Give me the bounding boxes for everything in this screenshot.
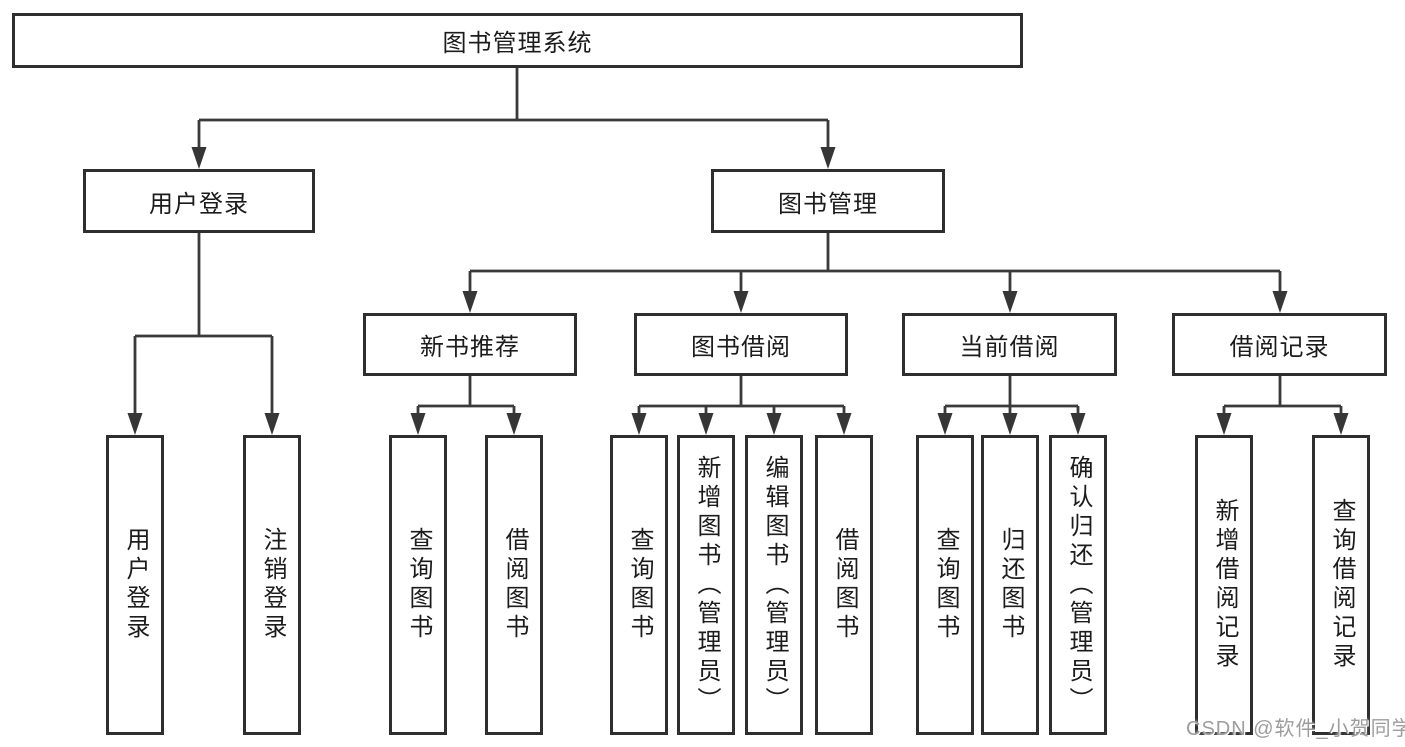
- node-leaf-br-query-record: 查询借阅记录: [1312, 435, 1370, 735]
- node-leaf-cb-return-books: 归还图书: [981, 435, 1039, 735]
- node-book-mgmt-branch-label: 图书管理: [778, 190, 878, 218]
- csdn-watermark: CSDN @软件_小贺同学: [1186, 718, 1405, 740]
- node-book-borrow-label: 图书借阅: [691, 334, 791, 361]
- node-leaf-bb-query-books: 查询图书: [610, 435, 668, 735]
- node-current-borrow: 当前借阅: [902, 313, 1117, 376]
- node-leaf-br-query-record-label: 查询借阅记录: [1328, 498, 1355, 672]
- node-user-login-branch: 用户登录: [83, 169, 315, 233]
- node-leaf-rec-query-books-label: 查询图书: [405, 527, 432, 643]
- node-leaf-rec-query-books: 查询图书: [389, 435, 447, 735]
- node-leaf-bb-borrow-books-label: 借阅图书: [831, 527, 858, 643]
- node-borrow-records: 借阅记录: [1172, 313, 1387, 376]
- node-user-login-branch-label: 用户登录: [149, 190, 249, 218]
- node-leaf-bb-add-books: 新增图书（管理员）: [677, 435, 735, 735]
- node-leaf-br-add-record: 新增借阅记录: [1195, 435, 1253, 735]
- node-book-mgmt-branch: 图书管理: [711, 169, 945, 233]
- node-leaf-cb-query-books-label: 查询图书: [932, 527, 959, 643]
- node-leaf-logout: 注销登录: [243, 435, 301, 735]
- node-leaf-bb-edit-books: 编辑图书（管理员）: [745, 435, 803, 735]
- node-current-borrow-label: 当前借阅: [959, 334, 1060, 361]
- node-root-system: 图书管理系统: [12, 13, 1023, 68]
- node-borrow-records-label: 借阅记录: [1229, 334, 1330, 361]
- node-leaf-logout-label: 注销登录: [259, 527, 286, 643]
- node-leaf-rec-borrow-books-label: 借阅图书: [501, 527, 528, 643]
- node-leaf-bb-add-books-label: 新增图书（管理员）: [693, 454, 720, 716]
- node-leaf-rec-borrow-books: 借阅图书: [485, 435, 543, 735]
- node-leaf-bb-edit-books-label: 编辑图书（管理员）: [761, 454, 788, 716]
- node-leaf-cb-query-books: 查询图书: [916, 435, 974, 735]
- node-leaf-user-login-label: 用户登录: [122, 527, 149, 643]
- node-leaf-br-add-record-label: 新增借阅记录: [1211, 498, 1238, 672]
- node-new-book-rec: 新书推荐: [363, 313, 577, 376]
- node-leaf-user-login: 用户登录: [106, 435, 164, 735]
- node-root-system-label: 图书管理系统: [442, 30, 593, 57]
- node-leaf-bb-borrow-books: 借阅图书: [815, 435, 873, 735]
- node-new-book-rec-label: 新书推荐: [420, 334, 520, 361]
- node-leaf-cb-confirm-return-label: 确认归还（管理员）: [1065, 454, 1092, 716]
- node-leaf-cb-return-books-label: 归还图书: [997, 527, 1024, 643]
- node-book-borrow: 图书借阅: [634, 313, 848, 376]
- node-leaf-cb-confirm-return: 确认归还（管理员）: [1049, 435, 1107, 735]
- node-leaf-bb-query-books-label: 查询图书: [626, 527, 653, 643]
